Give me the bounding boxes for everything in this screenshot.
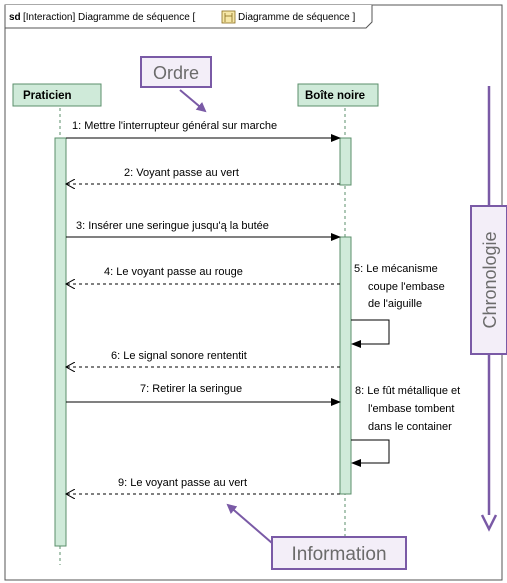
message-7-label: 7: Retirer la seringue [140, 383, 242, 395]
callout-ordre: Ordre [140, 56, 212, 113]
message-3: 3: Insérer une seringue jusqu'ą la butée [66, 220, 341, 241]
self-message-5-line-3: de l'aiguille [368, 298, 422, 310]
self-message-8-line-2: l'embase tombent [368, 403, 454, 415]
callout-information-arrow [226, 503, 273, 544]
message-1: 1: Mettre l'interrupteur général sur mar… [66, 120, 341, 142]
message-1-label: 1: Mettre l'interrupteur général sur mar… [72, 120, 277, 132]
frame-title: [Interaction] Diagramme de séquence [ [23, 12, 196, 23]
callout-ordre-box [140, 56, 212, 88]
message-9-label: 9: Le voyant passe au vert [118, 477, 247, 489]
lifeline-boite-noire: Boîte noire [297, 83, 379, 107]
lifeline-praticien: Praticien [12, 83, 102, 107]
self-message-5-line-2: coupe l'embase [368, 281, 445, 293]
callout-information-label: Information [291, 544, 386, 565]
frame-tab [4, 5, 373, 29]
callout-information-box [271, 536, 407, 570]
message-6: 6: Le signal sonore rententit [66, 350, 340, 367]
callout-chronologie-label: Chronologie [480, 231, 500, 328]
frame-prefix: sd [9, 12, 21, 23]
message-4-label: 4: Le voyant passe au rouge [104, 266, 243, 278]
lifeline-boite-noire-label: Boîte noire [305, 90, 365, 102]
activation-boite-noire-1 [339, 137, 352, 186]
self-message-5: 5: Le mécanisme coupe l'embase de l'aigu… [351, 263, 445, 348]
diagram-icon [221, 10, 236, 24]
callout-chronologie: Chronologie [470, 86, 507, 532]
callout-ordre-label: Ordre [153, 63, 199, 83]
message-3-label: 3: Insérer une seringue jusqu'ą la butée [76, 220, 269, 232]
self-message-8: 8: Le fût métallique et l'embase tombent… [351, 385, 460, 467]
message-7: 7: Retirer la seringue [66, 383, 341, 406]
message-2: 2: Voyant passe au vert [66, 167, 340, 184]
frame-subtitle: Diagramme de séquence ] [238, 12, 356, 23]
message-6-label: 6: Le signal sonore rententit [111, 350, 247, 362]
activation-boite-noire-2 [339, 236, 352, 495]
self-message-8-line-1: 8: Le fût métallique et [355, 385, 460, 397]
message-4: 4: Le voyant passe au rouge [66, 266, 340, 284]
message-2-label: 2: Voyant passe au vert [124, 167, 239, 179]
self-message-8-line-3: dans le container [368, 421, 452, 433]
callout-information: Information [226, 503, 407, 570]
callout-ordre-arrow [179, 89, 207, 113]
callout-chronologie-box [470, 205, 507, 355]
chronologie-arrow-head [480, 514, 498, 532]
self-message-5-line-1: 5: Le mécanisme [354, 263, 438, 275]
lifeline-praticien-label: Praticien [23, 90, 72, 102]
activation-praticien [54, 137, 67, 547]
message-9: 9: Le voyant passe au vert [66, 477, 340, 494]
